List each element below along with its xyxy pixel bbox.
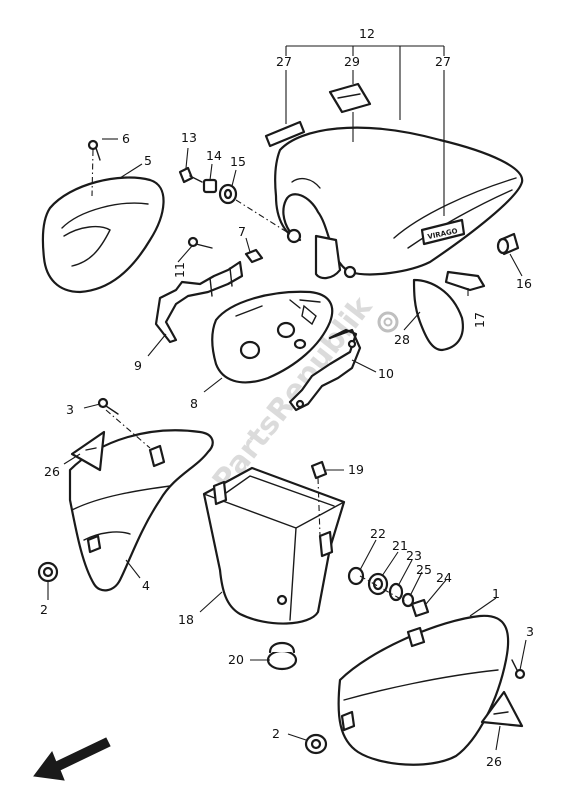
watermark-gear-icon — [377, 311, 399, 333]
washer-23 — [388, 582, 404, 602]
callout-2-left: 2 — [40, 602, 48, 617]
callout-4: 4 — [142, 578, 150, 593]
callout-21: 21 — [392, 538, 408, 553]
warning-decal-left — [70, 430, 106, 472]
callout-5: 5 — [144, 153, 152, 168]
callout-7: 7 — [238, 224, 246, 239]
battery-box — [202, 466, 346, 625]
callout-3-left: 3 — [66, 402, 74, 417]
warning-decal-right — [480, 690, 524, 728]
caution-label — [328, 82, 372, 114]
callout-26-left: 26 — [44, 464, 60, 479]
fuel-tank — [274, 126, 524, 280]
callout-19: 19 — [348, 462, 364, 477]
screw-6 — [87, 139, 101, 161]
nut-7 — [244, 248, 264, 264]
callout-9: 9 — [134, 358, 142, 373]
callout-6: 6 — [122, 131, 130, 146]
callout-24: 24 — [436, 570, 452, 585]
callout-17: 17 — [472, 312, 487, 328]
callout-20: 20 — [228, 652, 244, 667]
callout-12: 12 — [359, 26, 375, 41]
callout-14: 14 — [206, 148, 222, 163]
callout-29: 29 — [344, 54, 360, 69]
bolt-13 — [178, 166, 203, 184]
callout-22: 22 — [370, 526, 386, 541]
callout-13: 13 — [181, 130, 197, 145]
screw-3-left — [97, 397, 119, 415]
screw-3-right — [511, 659, 526, 680]
leader-lines — [47, 45, 527, 751]
collar-21 — [367, 572, 389, 596]
bolt-24 — [410, 598, 430, 618]
callout-28: 28 — [394, 332, 410, 347]
callout-26-right: 26 — [486, 754, 502, 769]
damper-16 — [496, 232, 520, 256]
tank-rear-cover — [412, 278, 464, 352]
callout-27-right: 27 — [435, 54, 451, 69]
callout-27-left: 27 — [276, 54, 292, 69]
side-cover-left-upper — [41, 176, 165, 294]
grommet-22 — [347, 566, 365, 586]
grommet-15 — [218, 183, 238, 205]
callout-3-right: 3 — [526, 624, 534, 639]
callout-15: 15 — [230, 154, 246, 169]
callout-18: 18 — [178, 612, 194, 627]
callout-23: 23 — [406, 548, 422, 563]
grommet-2-right — [304, 733, 328, 755]
side-cover-left — [68, 429, 214, 592]
bracket-9 — [154, 260, 244, 344]
front-direction-arrow-icon — [33, 737, 111, 781]
callout-1: 1 — [492, 586, 500, 601]
clip-17 — [444, 270, 486, 292]
air-filter-case — [211, 290, 334, 384]
collar-14 — [202, 178, 218, 194]
callout-10: 10 — [378, 366, 394, 381]
tank-emblem: VIRAGO — [420, 218, 466, 246]
side-cover-right — [337, 614, 510, 766]
damper-20 — [266, 641, 298, 671]
callout-2-right: 2 — [272, 726, 280, 741]
callout-8: 8 — [190, 396, 198, 411]
tank-stripe-decal — [264, 120, 306, 148]
callout-11: 11 — [172, 262, 187, 278]
bracket-10 — [288, 328, 362, 412]
grommet-2-left — [37, 561, 59, 583]
nut-25 — [401, 592, 415, 608]
callout-labels: 12 27 29 27 6 5 13 14 15 7 11 9 8 10 16 … — [40, 26, 534, 769]
screw-11 — [187, 236, 213, 249]
band-19 — [310, 460, 328, 480]
callout-25: 25 — [416, 562, 432, 577]
callout-16: 16 — [516, 276, 532, 291]
